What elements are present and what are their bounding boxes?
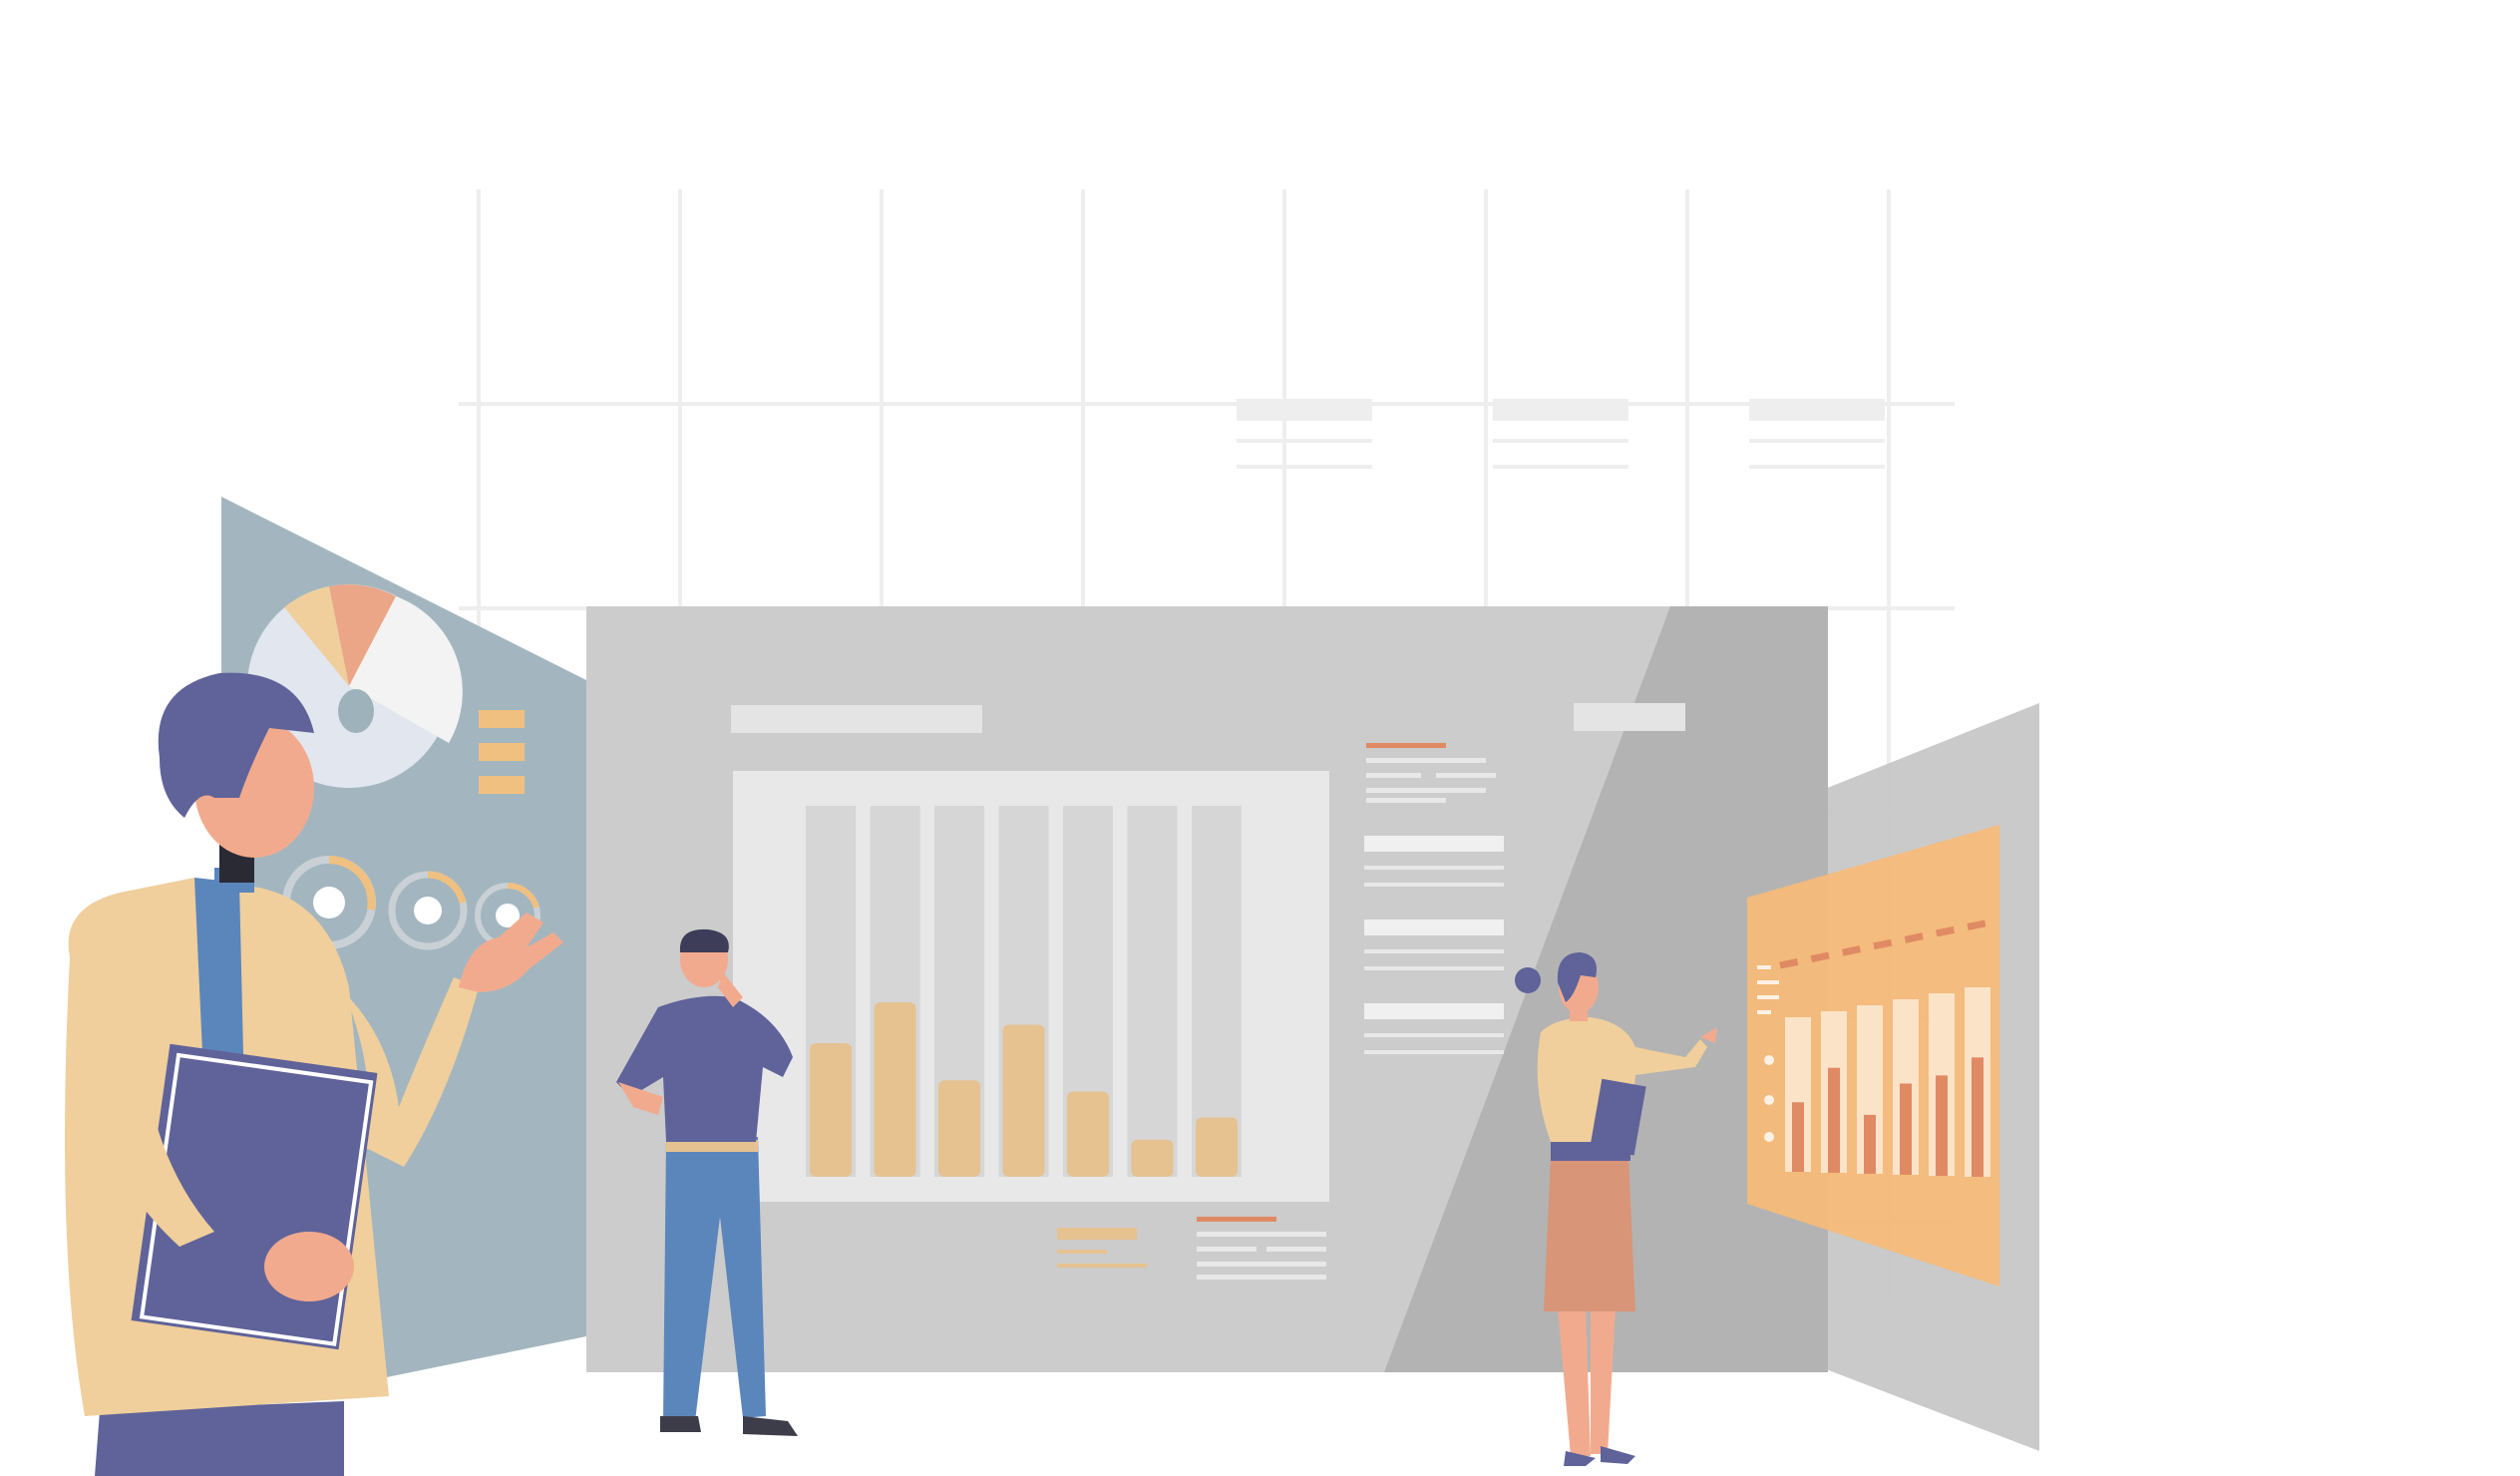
bar bbox=[1196, 1117, 1238, 1177]
bar-track bbox=[1127, 806, 1178, 1177]
side-bar bbox=[1900, 1083, 1912, 1175]
legend-accent-line bbox=[1366, 743, 1446, 748]
bar bbox=[1131, 1139, 1174, 1177]
side-bar bbox=[1792, 1102, 1804, 1172]
side-bar bbox=[1828, 1067, 1840, 1173]
background-text-lines bbox=[1237, 399, 1885, 469]
side-bar bbox=[1936, 1075, 1948, 1176]
side-bar bbox=[1864, 1114, 1876, 1174]
side-bar bbox=[1972, 1057, 1983, 1177]
person-analyst-middle bbox=[616, 928, 798, 1436]
bar-track bbox=[1192, 806, 1242, 1177]
panel-title-bar bbox=[731, 705, 982, 733]
pie-chart-icon bbox=[247, 584, 463, 788]
panel-tag bbox=[1574, 703, 1685, 731]
bar bbox=[874, 1002, 916, 1177]
bar bbox=[938, 1080, 980, 1177]
menu-lines-icon bbox=[479, 710, 525, 794]
person-presenter-left bbox=[65, 672, 563, 1476]
bar-chart bbox=[733, 771, 1329, 1202]
bar bbox=[1067, 1091, 1109, 1177]
footer-accent-line bbox=[1197, 1217, 1276, 1222]
bar bbox=[1002, 1024, 1045, 1177]
footer-legend-swatch bbox=[1057, 1228, 1137, 1240]
orange-analytics-screen bbox=[1747, 825, 1999, 1287]
person-pointing-right bbox=[1515, 952, 1717, 1466]
bar bbox=[810, 1043, 852, 1177]
